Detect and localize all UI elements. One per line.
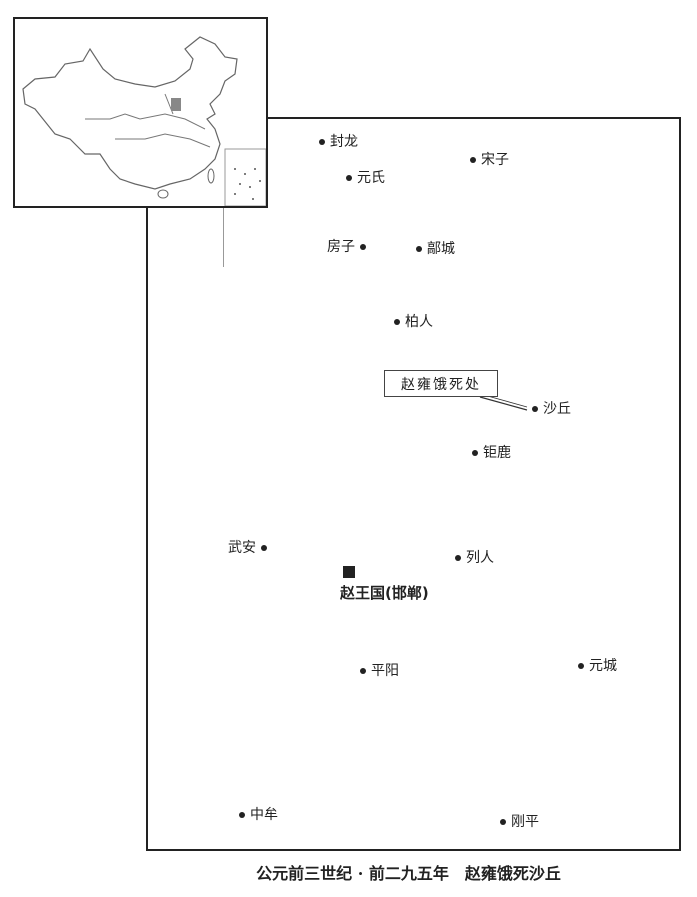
place-wuan: 武安 (228, 540, 272, 556)
place-yuanshi: 元氏 (341, 170, 385, 186)
callout-box: 赵雍饿死处 (384, 370, 498, 397)
dot-icon (360, 668, 366, 674)
place-fangzi: 房子 (327, 239, 371, 255)
dot-icon (578, 663, 584, 669)
place-fenglong: 封龙 (314, 134, 358, 150)
china-locator-inset (13, 17, 268, 208)
dot-icon (416, 246, 422, 252)
inset-guide-line (223, 207, 224, 267)
map-title: 公元前三世纪 · 前二九五年 赵雍饿死沙丘 (256, 864, 561, 883)
dot-icon (346, 175, 352, 181)
capital-label: 赵王国(邯郸) (340, 584, 429, 602)
capital-square-icon (343, 566, 355, 578)
dot-icon (532, 406, 538, 412)
place-songzi: 宋子 (465, 152, 509, 168)
place-pingyang: 平阳 (355, 663, 399, 679)
place-julu: 钜鹿 (467, 445, 511, 461)
place-boren: 柏人 (389, 314, 433, 330)
dot-icon (394, 319, 400, 325)
place-yuancheng: 元城 (573, 658, 617, 674)
map-frame (146, 117, 681, 851)
dot-icon (360, 244, 366, 250)
china-outline (22, 36, 267, 207)
highlight-region (171, 98, 181, 111)
dot-icon (261, 545, 267, 551)
dot-icon (472, 450, 478, 456)
dot-icon (470, 157, 476, 163)
dot-icon (239, 812, 245, 818)
place-lieren: 列人 (450, 550, 494, 566)
place-gangping: 刚平 (495, 814, 539, 830)
dot-icon (319, 139, 325, 145)
place-shaqiu: 沙丘 (527, 401, 571, 417)
dot-icon (500, 819, 506, 825)
place-haocheng: 鄗城 (411, 241, 455, 257)
dot-icon (455, 555, 461, 561)
place-zhongmou: 中牟 (234, 807, 278, 823)
